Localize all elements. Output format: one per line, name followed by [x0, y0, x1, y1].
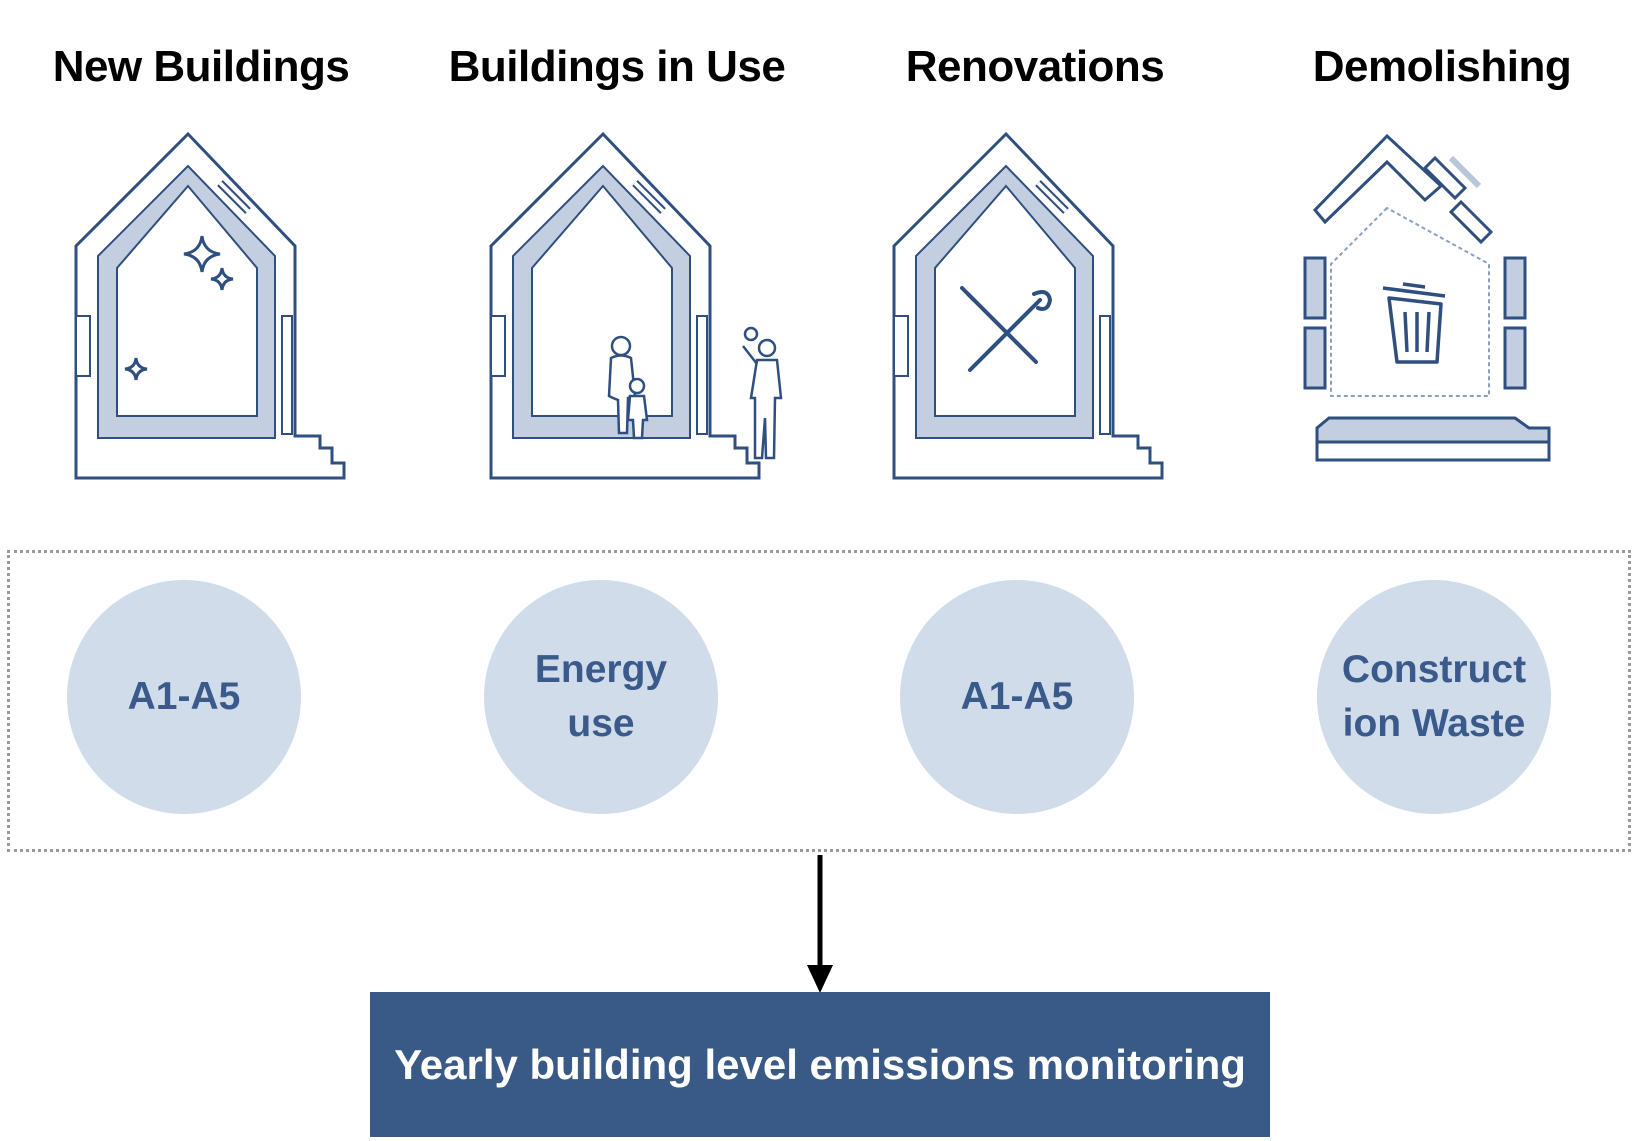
- metrics-container: [7, 550, 1631, 852]
- trash-icon: [1382, 282, 1446, 364]
- stage-title-demolishing: Demolishing: [1312, 42, 1572, 91]
- house-renovations: [888, 128, 1168, 488]
- metric-circle-buildings-in-use: Energy use: [484, 580, 718, 814]
- metric-circle-new-buildings: A1-A5: [67, 580, 301, 814]
- metric-circle-renovations: A1-A5: [900, 580, 1134, 814]
- tools-icon: [960, 286, 1053, 372]
- output-banner: Yearly building level emissions monitori…: [370, 992, 1270, 1137]
- people-icon: [607, 326, 783, 460]
- metric-circle-demolishing: Construction Waste: [1317, 580, 1551, 814]
- house-buildings-in-use: [485, 128, 785, 488]
- house-new-buildings: [70, 128, 350, 488]
- stage-title-buildings-in-use: Buildings in Use: [448, 42, 786, 91]
- stage-title-new-buildings: New Buildings: [52, 42, 350, 91]
- stage-title-renovations: Renovations: [905, 42, 1165, 91]
- house-demolishing: [1295, 128, 1575, 488]
- sparkle-icon: [124, 235, 234, 381]
- flow-arrow: [806, 855, 834, 1000]
